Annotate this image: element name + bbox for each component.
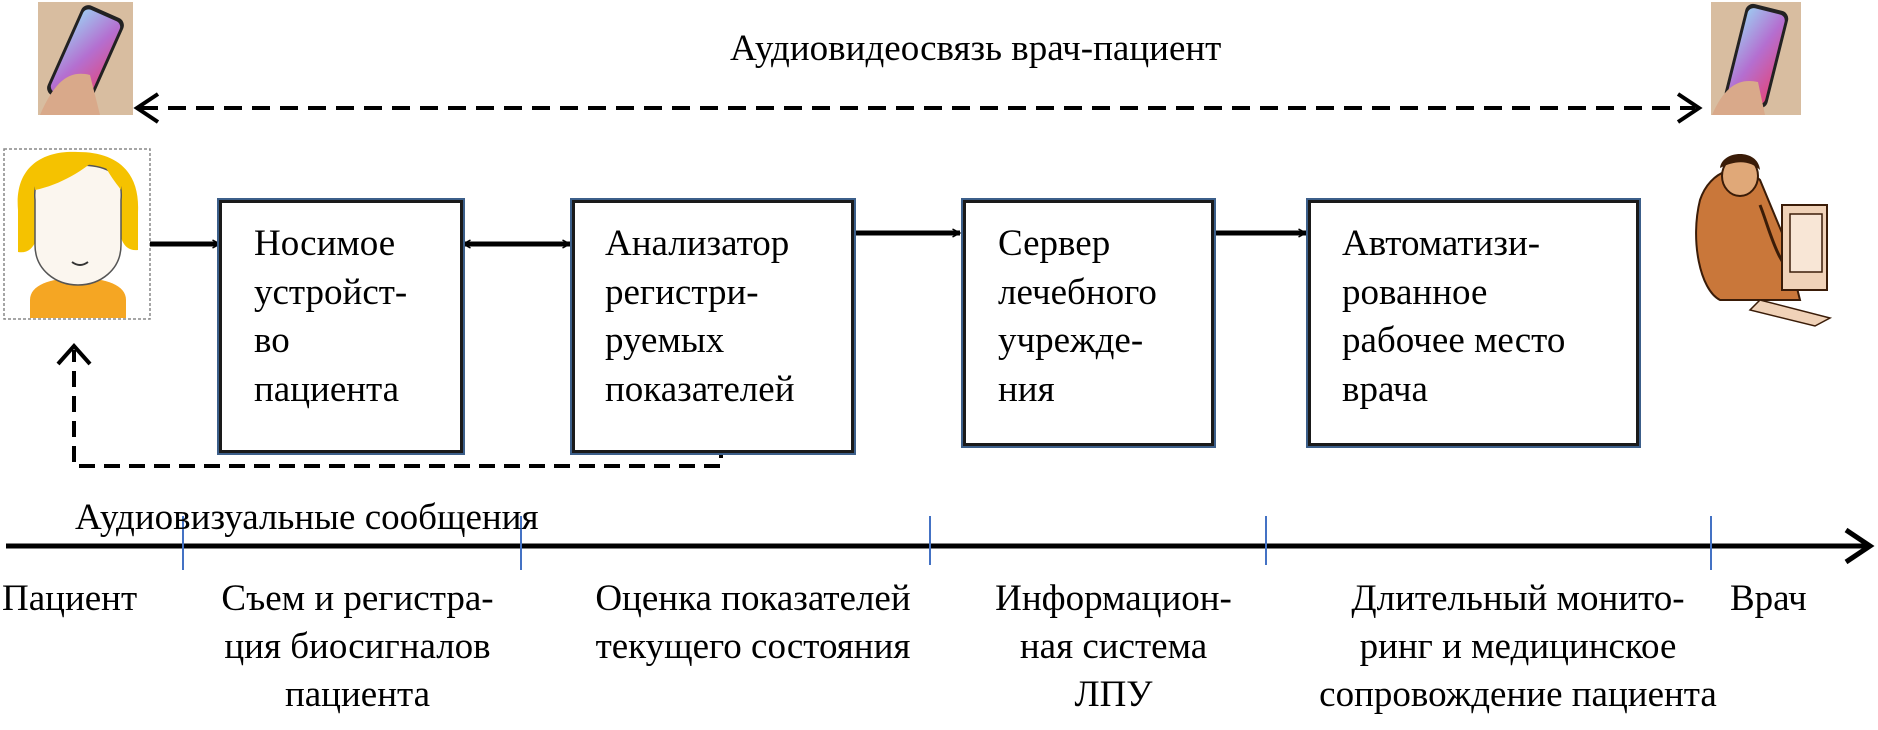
audio-video-link-label: Аудиовидеосвязь врач-пациент bbox=[730, 28, 1222, 69]
smartphone-icon bbox=[38, 2, 133, 115]
doctor-at-computer-icon bbox=[1695, 154, 1833, 327]
audiovisual-messages-label: Аудиовизуальные сообщения bbox=[75, 497, 539, 538]
timeline-axis bbox=[6, 527, 1875, 565]
patient-avatar-icon bbox=[3, 148, 151, 320]
wearable-device-block bbox=[219, 200, 463, 453]
hospital-server-label: Сервер лечебного учрежде- ния bbox=[998, 223, 1157, 410]
hospital-server-block bbox=[963, 200, 1214, 446]
stage-label-biosignal-recording: Съем и регистра- ция биосигналов пациент… bbox=[221, 578, 494, 715]
stage-label-doctor: Врач bbox=[1730, 578, 1807, 619]
indicator-analyzer-block bbox=[572, 200, 854, 453]
stage-label-hospital-info-system: Информацион- ная система ЛПУ bbox=[995, 578, 1232, 715]
doctor-workstation-block bbox=[1308, 200, 1639, 446]
doctor-workstation-label: Автоматизи- рованное рабочее место врача bbox=[1342, 223, 1566, 410]
smartphone-icon bbox=[1711, 2, 1801, 115]
audio-video-link-arrow bbox=[133, 92, 1703, 124]
indicator-analyzer-label: Анализатор регистри- руемых показателей bbox=[605, 223, 795, 410]
stage-label-long-term-monitoring: Длительный монито- ринг и медицинское со… bbox=[1319, 578, 1717, 715]
wearable-device-label: Носимое устройст- во пациента bbox=[254, 223, 408, 410]
stage-label-patient: Пациент bbox=[2, 578, 138, 619]
stage-label-state-assessment: Оценка показателей текущего состояния bbox=[595, 578, 911, 667]
